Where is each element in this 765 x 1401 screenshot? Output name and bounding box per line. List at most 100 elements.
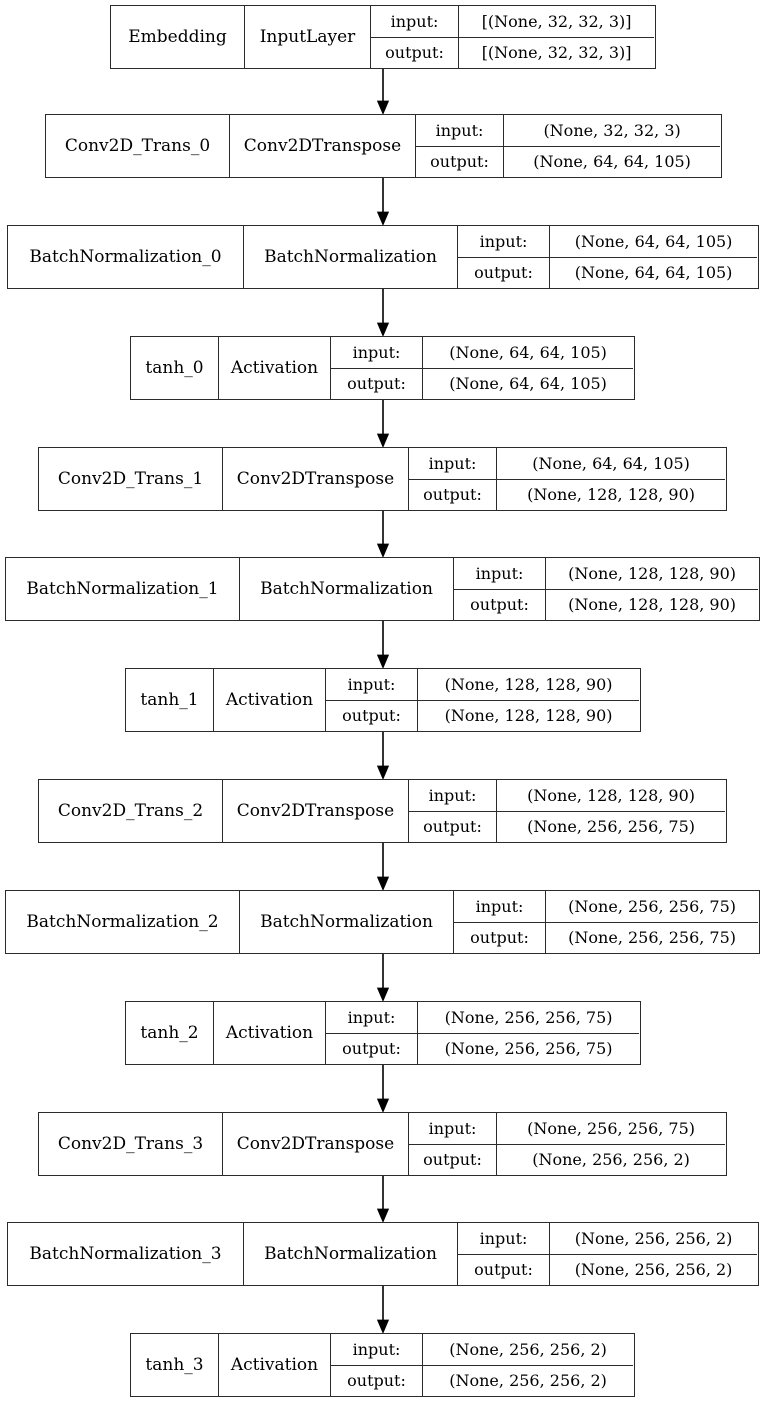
layer-io-table: input:(None, 128, 128, 90)output:(None, … (409, 780, 726, 842)
input-shape-value: (None, 64, 64, 105) (532, 453, 690, 473)
layer-name: Conv2D_Trans_3 (39, 1113, 223, 1175)
layer-class: Activation (219, 1334, 331, 1396)
layer-io-table: input: (None, 256, 256, 75) output: (None, … (454, 891, 759, 953)
layer-io-table: input: (None, 256, 256, 2) output: (None, 2… (458, 1223, 758, 1285)
layer-output-row: output:(None, 64, 64, 105) (458, 257, 757, 288)
layer-name: BatchNormalization_3 (8, 1223, 244, 1285)
layer-class: Activation (219, 337, 331, 399)
layer-input-row: input: (None, 256, 256, 2) (458, 1223, 758, 1255)
output-label: output: (454, 922, 546, 953)
layer-name: BatchNormalization_0 (8, 226, 244, 288)
output-label: output: (458, 1254, 550, 1285)
input-shape-value: (None, 32, 32, 3) (543, 120, 681, 140)
layer-io-table: input:(None, 128, 128, 90)output:(None, … (326, 669, 640, 731)
output-label: output: (409, 811, 497, 842)
output-label: output: (331, 1365, 423, 1396)
input-shape-value: [(None, 32, 32, 3)] (481, 11, 632, 31)
input-shape-value: (None, 256, 256, 2) (449, 1339, 607, 1359)
output-shape-value: (None, 256, 256, 2) (532, 1150, 690, 1170)
layer-input-row: input: [(None, 32, 32, 3)] (371, 6, 655, 38)
layer-output-row: output:(None, 256, 256, 2) (331, 1365, 633, 1396)
output-shape-value: (None, 64, 64, 105) (449, 374, 607, 394)
edge-conv2d-trans-3-to-batchnormalization-3 (376, 1176, 390, 1224)
input-shape-value: (None, 256, 256, 75) (568, 896, 737, 916)
output-label: output: (416, 146, 504, 177)
output-label: output: (409, 479, 497, 510)
edge-batchnormalization-2-to-tanh-2 (376, 954, 390, 1003)
layer-class: InputLayer (245, 6, 371, 68)
layer-output-row: output:(None, 256, 256, 75) (326, 1033, 639, 1064)
layer-name: tanh_1 (126, 669, 214, 731)
layer-class: Activation (214, 669, 326, 731)
edge-batchnormalization-3-to-tanh-3 (376, 1286, 390, 1335)
layer-name: tanh_3 (131, 1334, 219, 1396)
output-shape-value: (None, 256, 256, 75) (527, 817, 696, 837)
layer-class: Activation (214, 1002, 326, 1064)
input-shape-value: (None, 256, 256, 75) (527, 1118, 696, 1138)
layer-class: BatchNormalization (240, 891, 454, 953)
input-label: input: (458, 1223, 550, 1254)
edge-batchnormalization-1-to-tanh-1 (376, 621, 390, 670)
edge-batchnormalization-0-to-tanh-0 (376, 289, 390, 338)
output-label: output: (454, 589, 546, 620)
output-shape-value: (None, 256, 256, 2) (574, 1260, 733, 1280)
layer-class: Conv2DTranspose (230, 115, 416, 177)
layer-class: BatchNormalization (244, 1223, 458, 1285)
layer-input-row: input:(None, 64, 64, 105) (458, 226, 758, 258)
input-label: input: (409, 448, 497, 479)
input-label: input: (416, 115, 504, 146)
layer-input-row: input:(None, 256, 256, 75) (409, 1113, 726, 1145)
input-shape-value: (None, 64, 64, 105) (574, 231, 733, 251)
layer-io-table: input: (None, 64, 64, 105) output:(None, 1… (409, 448, 726, 510)
output-shape-value: (None, 256, 256, 75) (568, 928, 737, 948)
layer-output-row: output: (None, 256, 256, 2) (409, 1144, 725, 1175)
output-label: output: (331, 368, 423, 399)
input-label: input: (454, 891, 546, 922)
output-label: output: (409, 1144, 497, 1175)
layer-input-row: input:(None, 128, 128, 90) (454, 558, 759, 590)
edge-tanh-0-to-conv2d-trans-1 (376, 400, 390, 449)
layer-input-row: input:(None, 256, 256, 75) (326, 1002, 640, 1034)
layer-io-table: input: [(None, 32, 32, 3)] output:[(None, … (371, 6, 655, 68)
layer-output-row: output:(None, 128, 128, 90) (409, 479, 725, 510)
layer-output-row: output: (None, 64, 64, 105) (331, 368, 633, 399)
layer-class: BatchNormalization (244, 226, 458, 288)
layer-class: Conv2DTranspose (223, 448, 409, 510)
output-label: output: (371, 37, 459, 68)
layer-input-row: input: (None, 256, 256, 75) (454, 891, 759, 923)
layer-name: tanh_0 (131, 337, 219, 399)
layer-name: Conv2D_Trans_1 (39, 448, 223, 510)
layer-io-table: input:(None, 128, 128, 90)output: (None, … (454, 558, 759, 620)
output-shape-value: (None, 128, 128, 90) (568, 595, 737, 615)
input-label: input: (331, 1334, 423, 1365)
edge-conv2d-trans-1-to-batchnormalization-1 (376, 511, 390, 559)
input-label: input: (454, 558, 546, 589)
edge-conv2d-trans-0-to-batchnormalization-0 (376, 178, 390, 227)
output-label: output: (326, 1033, 418, 1064)
output-shape-value: (None, 64, 64, 105) (533, 152, 691, 172)
layer-output-row: output:[(None, 32, 32, 3)] (371, 37, 654, 68)
layer-output-row: output: (None, 128, 128, 90) (454, 589, 758, 620)
input-shape-value: (None, 256, 256, 2) (574, 1228, 733, 1248)
input-label: input: (371, 6, 459, 37)
layer-name: tanh_2 (126, 1002, 214, 1064)
layer-name: BatchNormalization_1 (6, 558, 240, 620)
layer-io-table: input: (None, 32, 32, 3) output: (None, 64,… (416, 115, 721, 177)
layer-io-table: input:(None, 64, 64, 105)output:(None, 6… (458, 226, 758, 288)
output-label: output: (458, 257, 550, 288)
layer-class: Conv2DTranspose (223, 780, 409, 842)
layer-name: Embedding (111, 6, 245, 68)
layer-io-table: input:(None, 256, 256, 75)output:(None, … (326, 1002, 640, 1064)
layer-input-row: input: (None, 256, 256, 2) (331, 1334, 634, 1366)
layer-output-row: output: (None, 256, 256, 75) (409, 811, 725, 842)
input-shape-value: (None, 64, 64, 105) (449, 342, 607, 362)
